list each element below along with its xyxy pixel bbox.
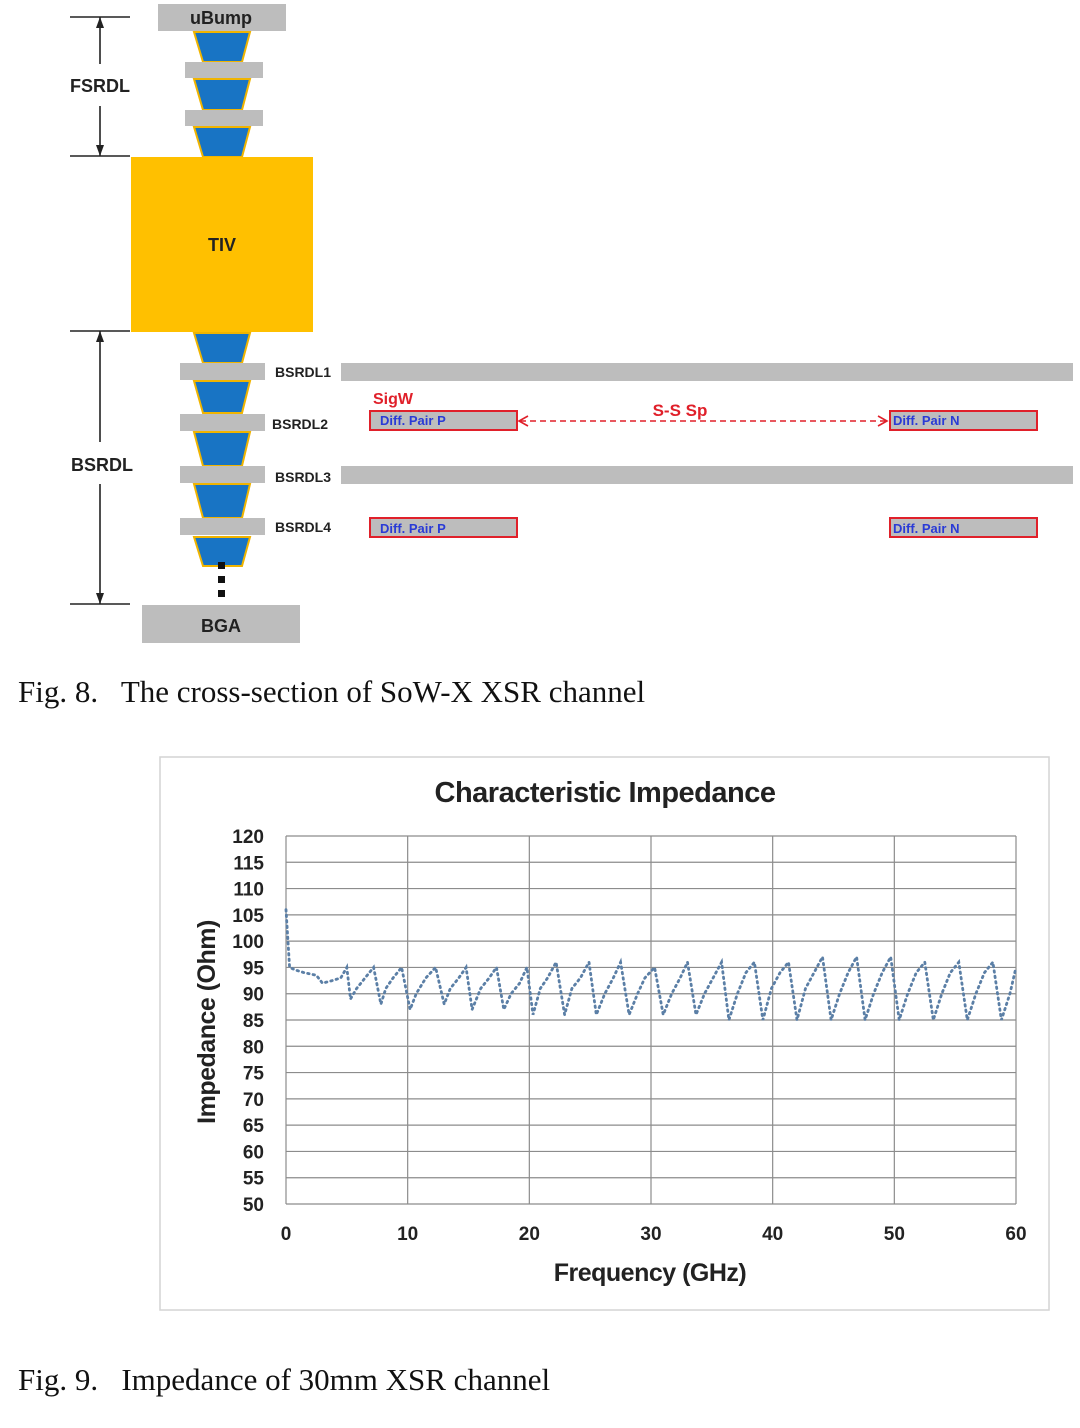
via bbox=[192, 536, 252, 567]
y-tick-label: 90 bbox=[243, 985, 264, 1006]
via bbox=[192, 483, 252, 519]
y-tick-label: 100 bbox=[232, 932, 264, 953]
x-tick-label: 20 bbox=[519, 1224, 540, 1245]
tiv-label: TIV bbox=[208, 235, 236, 255]
y-tick-label: 120 bbox=[232, 827, 264, 848]
caption-number: Fig. 8. bbox=[18, 674, 99, 709]
bsrdl4-pad bbox=[180, 518, 265, 535]
ss-spacing-label: S-S Sp bbox=[653, 401, 708, 420]
y-tick-label: 50 bbox=[243, 1195, 264, 1216]
via bbox=[192, 78, 252, 111]
diff-pair-n-trace bbox=[889, 410, 1038, 431]
via bbox=[192, 380, 252, 414]
y-tick-label: 55 bbox=[243, 1169, 265, 1190]
y-tick-label: 60 bbox=[243, 1142, 264, 1163]
chart-frame bbox=[159, 756, 1050, 1311]
impedance-chart: Characteristic Impedance 50 55 60 65 70 75 80 8… bbox=[159, 756, 1050, 1311]
x-tick-label: 50 bbox=[884, 1224, 905, 1245]
bga-label: BGA bbox=[201, 616, 241, 636]
via bbox=[192, 332, 252, 364]
caption-number: Fig. 9. bbox=[18, 1362, 99, 1397]
bsrdl4-label: BSRDL4 bbox=[275, 519, 331, 535]
diff-pair-p-label: Diff. Pair P bbox=[380, 413, 446, 428]
y-tick-label: 110 bbox=[233, 880, 264, 901]
diff-pair-n-trace bbox=[889, 517, 1038, 538]
y-tick-label: 115 bbox=[233, 853, 264, 874]
diff-pair-p-trace bbox=[369, 517, 518, 538]
bsrdl-label: BSRDL bbox=[71, 455, 133, 475]
diff-pair-n-label: Diff. Pair N bbox=[893, 521, 959, 536]
figure-8-caption: Fig. 8. The cross-section of SoW-X XSR c… bbox=[18, 674, 645, 710]
fsrdl-label: FSRDL bbox=[70, 76, 130, 96]
ubump-label: uBump bbox=[190, 8, 252, 28]
spacing-arrow bbox=[517, 415, 889, 427]
bsrdl3-label: BSRDL3 bbox=[275, 469, 331, 485]
y-tick-label: 105 bbox=[232, 906, 264, 927]
diff-pair-p-trace bbox=[369, 410, 518, 431]
diff-pair-p-label: Diff. Pair P bbox=[380, 521, 446, 536]
pad bbox=[185, 62, 263, 78]
bga-pad bbox=[142, 605, 300, 643]
pad bbox=[185, 110, 263, 126]
y-tick-label: 80 bbox=[243, 1037, 264, 1058]
bsrdl-dimension bbox=[70, 330, 130, 605]
y-tick-label: 70 bbox=[243, 1090, 264, 1111]
via bbox=[192, 31, 252, 63]
chart-grid bbox=[285, 835, 1017, 1205]
tiv-block bbox=[131, 157, 313, 332]
x-tick-label: 40 bbox=[762, 1224, 783, 1245]
x-tick-label: 30 bbox=[640, 1224, 661, 1245]
x-tick-label: 0 bbox=[281, 1224, 292, 1245]
y-tick-labels: 50 55 60 65 70 75 80 85 90 95 100 105 110 115 120 bbox=[232, 827, 264, 1216]
diff-pair-n-label: Diff. Pair N bbox=[893, 413, 959, 428]
x-tick-label: 10 bbox=[397, 1224, 418, 1245]
via bbox=[192, 126, 252, 158]
x-tick-label: 60 bbox=[1005, 1224, 1026, 1245]
caption-text: Impedance of 30mm XSR channel bbox=[121, 1362, 551, 1397]
continuation-dots bbox=[218, 562, 225, 597]
y-tick-label: 95 bbox=[243, 958, 265, 979]
bsrdl1-plane bbox=[341, 363, 1073, 381]
x-axis-label: Frequency (GHz) bbox=[554, 1259, 747, 1287]
ubump-pad bbox=[158, 4, 286, 31]
caption-text: The cross-section of SoW-X XSR channel bbox=[120, 674, 646, 709]
bsrdl2-pad bbox=[180, 414, 265, 431]
figure-9-caption: Fig. 9. Impedance of 30mm XSR channel bbox=[18, 1362, 550, 1398]
cross-section-diagram: FSRDL BSRDL uBump TIV BGA bbox=[70, 4, 1073, 643]
y-tick-label: 65 bbox=[243, 1116, 265, 1137]
x-tick-labels: 0 10 20 30 40 50 60 bbox=[281, 1224, 1027, 1245]
bsrdl2-label: BSRDL2 bbox=[272, 416, 328, 432]
y-tick-label: 75 bbox=[243, 1064, 265, 1085]
impedance-series-line bbox=[284, 908, 1018, 1021]
chart-title: Characteristic Impedance bbox=[435, 777, 776, 809]
sigw-label: SigW bbox=[373, 391, 414, 408]
bsrdl1-pad bbox=[180, 363, 265, 380]
bsrdl3-plane bbox=[341, 466, 1073, 484]
via bbox=[192, 431, 252, 467]
y-axis-label: Impedance (Ohm) bbox=[193, 920, 221, 1124]
bsrdl3-pad bbox=[180, 466, 265, 483]
y-tick-label: 85 bbox=[243, 1011, 265, 1032]
bsrdl1-label: BSRDL1 bbox=[275, 364, 331, 380]
fsrdl-dimension bbox=[70, 16, 130, 157]
